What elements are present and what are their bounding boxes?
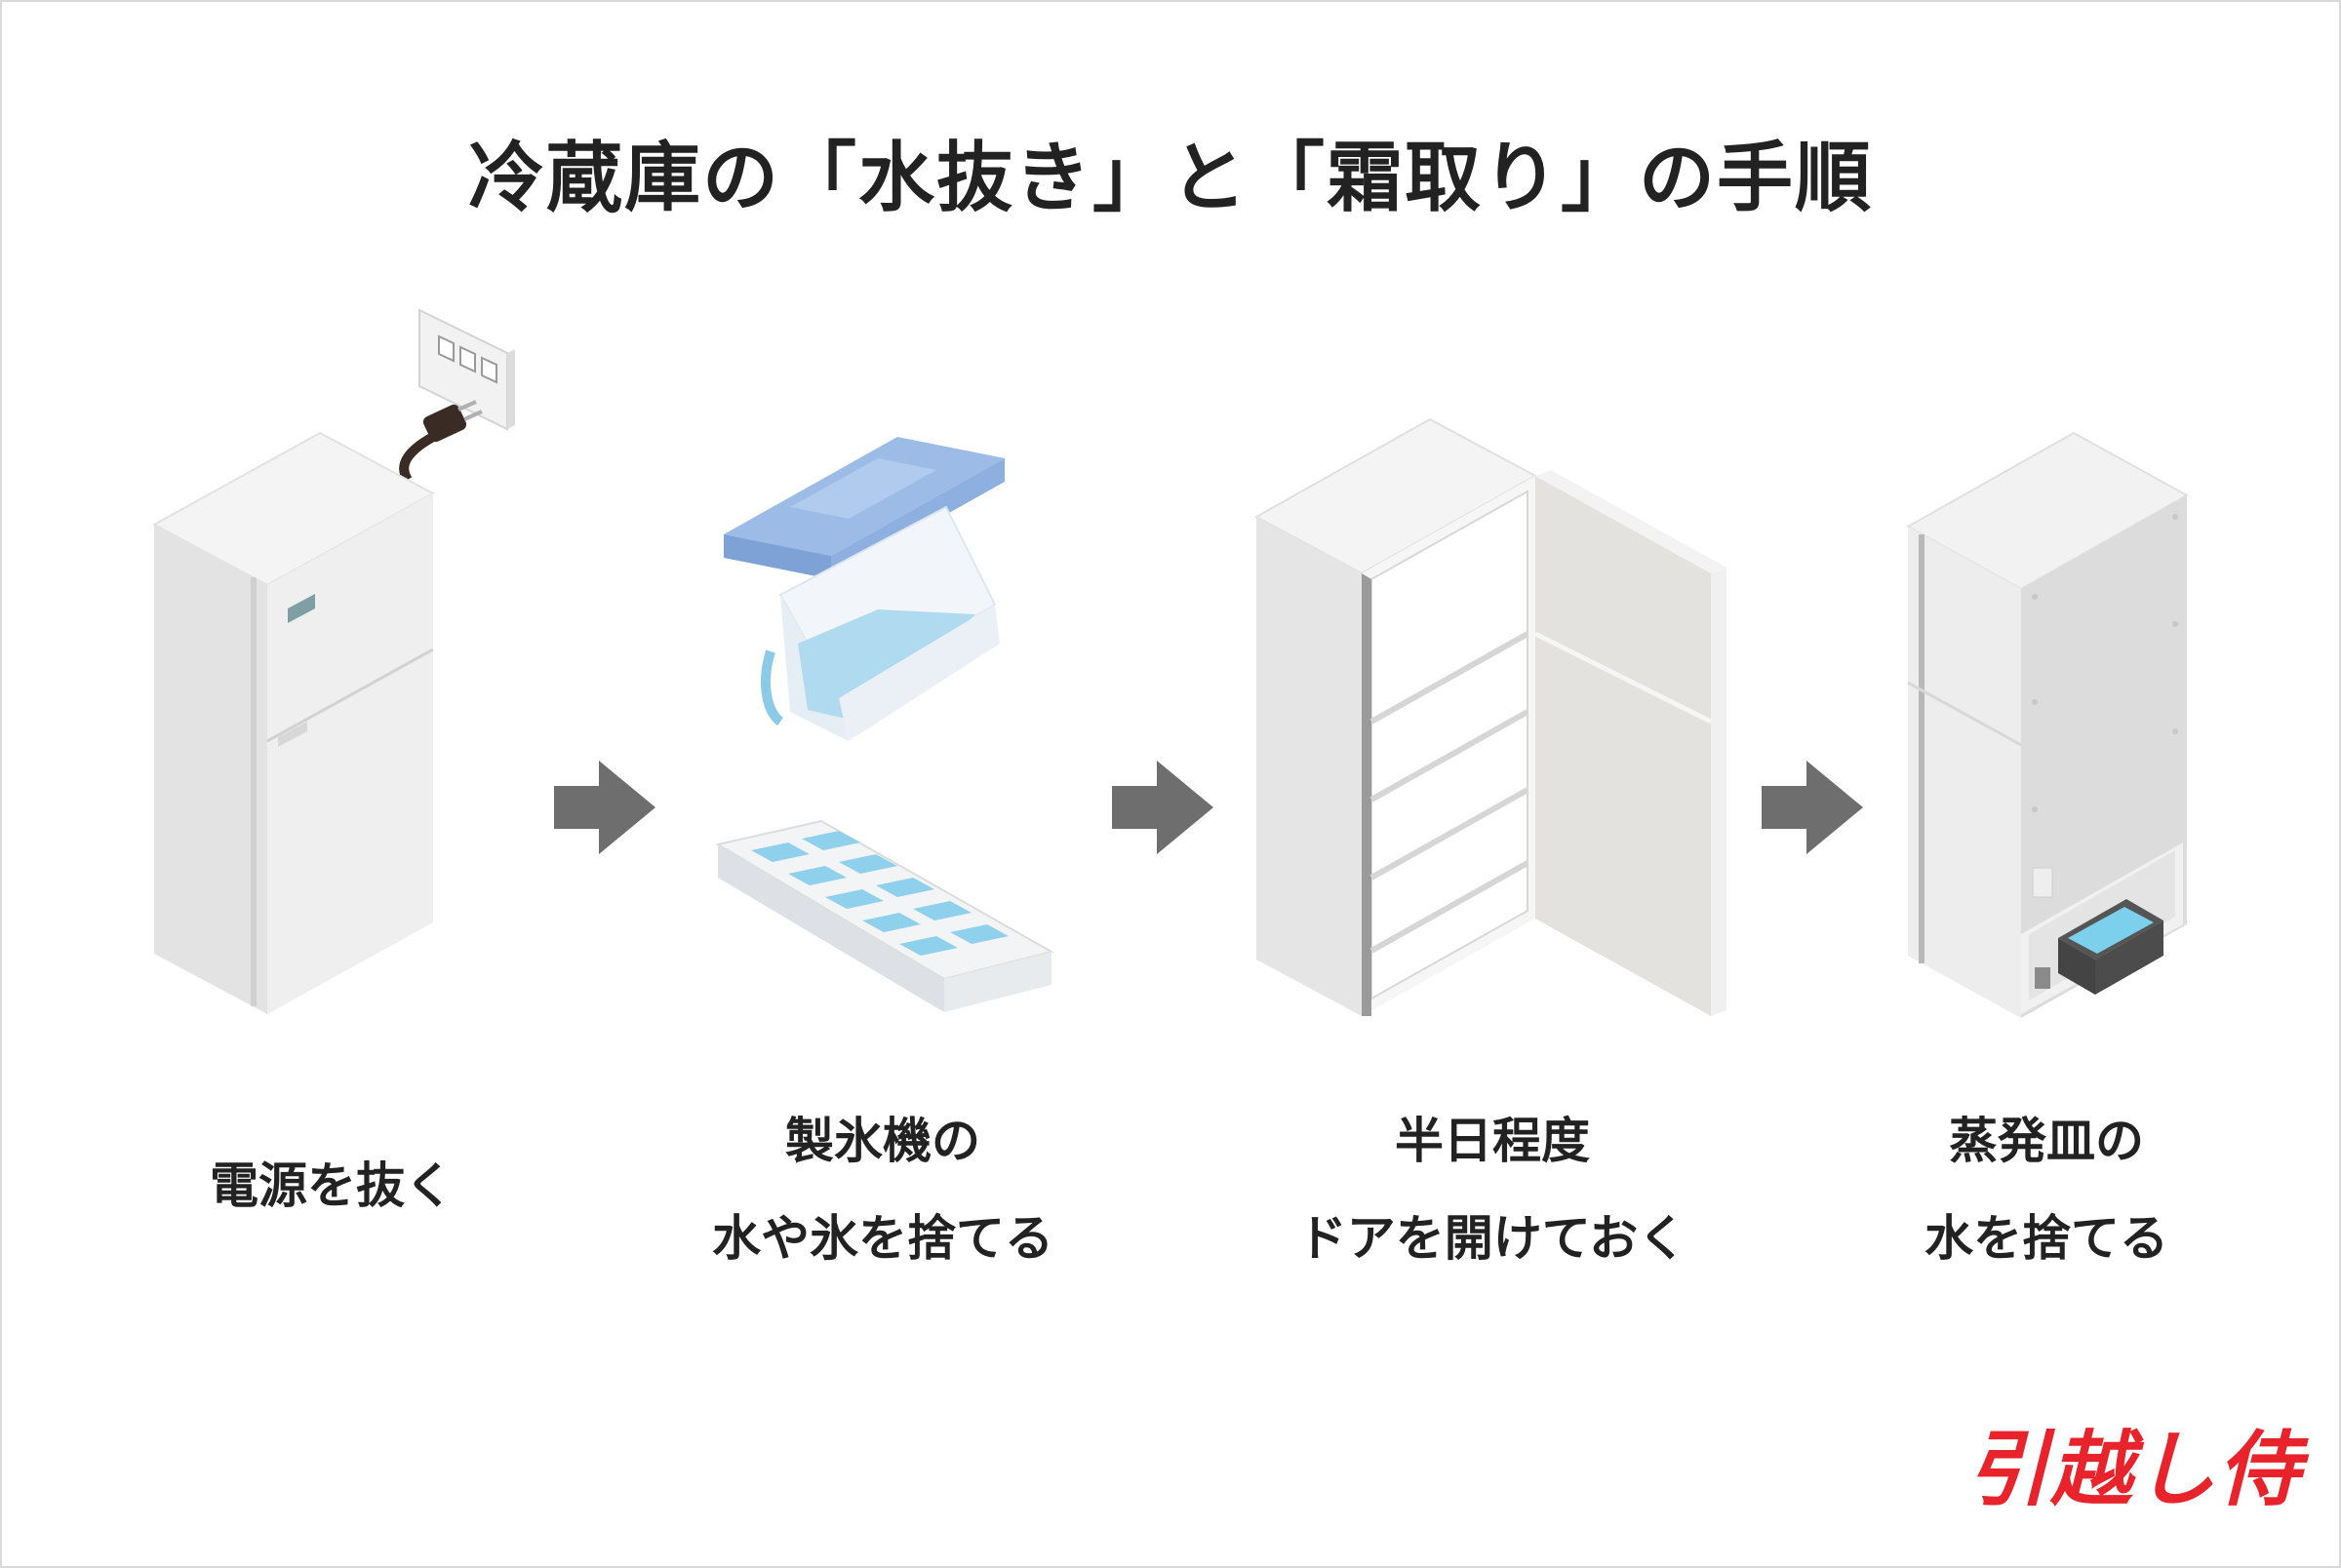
plug-icon [399, 400, 483, 483]
arrow-right-icon [1112, 761, 1213, 854]
brand-logo: 引越し侍 [1965, 1422, 2302, 1517]
water-tank-icon [761, 505, 1000, 741]
arrow-right-icon [1762, 761, 1863, 854]
page-title: 冷蔵庫の「水抜き」と「霜取り」の手順 [467, 135, 1873, 222]
ice-tray-icon [715, 819, 1054, 1012]
step-3-label: 半日程度 ドアを開けておく [1297, 1113, 1687, 1267]
wall-outlet-icon [418, 308, 515, 431]
evaporation-tray-icon [1905, 431, 2190, 1018]
refrigerator-icon [151, 431, 436, 1014]
step-2-label: 製氷機の 水や氷を捨てる [712, 1113, 1053, 1267]
step-1-label: 電源を抜く [210, 1157, 454, 1214]
step-4-label: 蒸発皿の 水を捨てる [1924, 1113, 2168, 1267]
open-refrigerator-icon [1253, 417, 1726, 1016]
arrow-right-icon [554, 761, 655, 854]
